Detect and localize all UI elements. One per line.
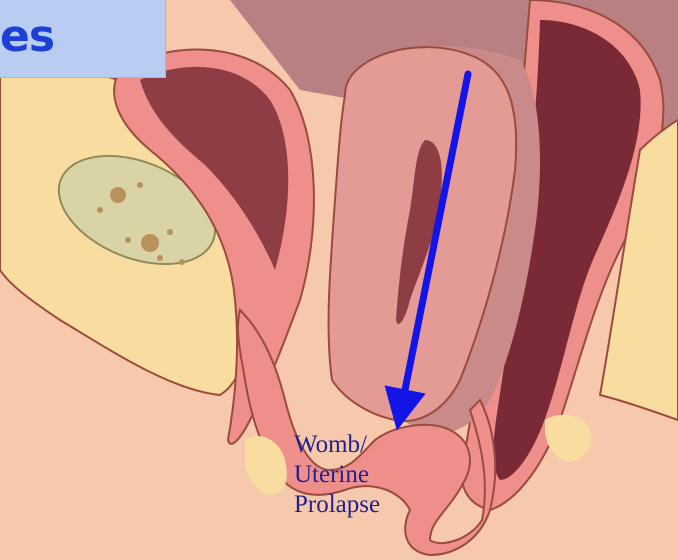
bone-dot (110, 187, 126, 203)
prolapse-label: Womb/ Uterine Prolapse (294, 430, 380, 520)
label-line-1: Womb/ (294, 430, 380, 460)
title-top-clipped (0, 0, 166, 6)
title-text: es (0, 12, 54, 62)
bone-dot (179, 259, 185, 265)
bone-dot (141, 234, 159, 252)
bone-dot (167, 229, 173, 235)
bone-dot (137, 182, 143, 188)
label-line-3: Prolapse (294, 490, 380, 520)
bone-dot (157, 255, 163, 261)
bone-dot (97, 207, 103, 213)
bone-dot (125, 237, 131, 243)
title-banner: es (0, 0, 166, 78)
label-line-2: Uterine (294, 460, 380, 490)
